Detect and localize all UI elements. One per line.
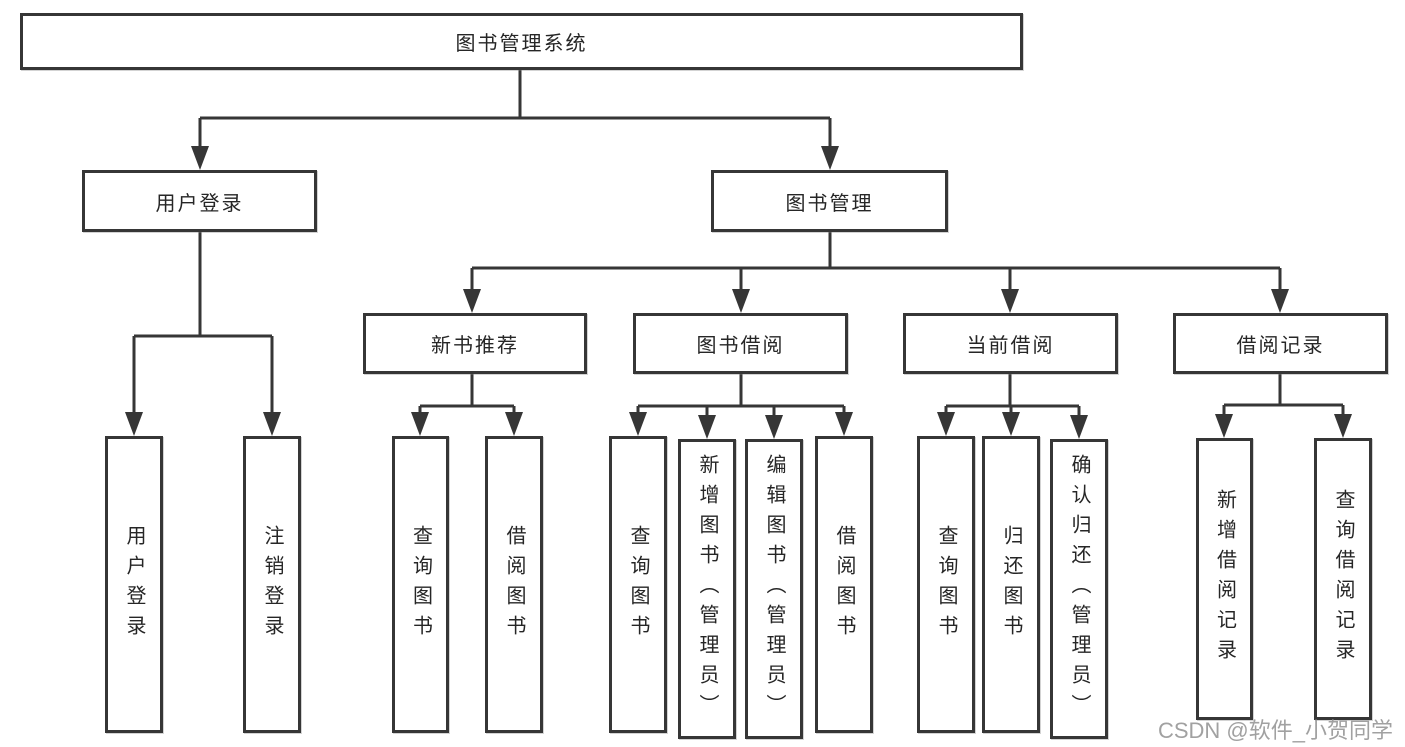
node-current-borrow: 当前借阅: [903, 313, 1118, 374]
leaf-newbooks-query-label: 查询图书: [409, 524, 432, 645]
leaf-current-return-label: 归还图书: [1000, 524, 1022, 645]
node-new-books: 新书推荐: [363, 313, 587, 374]
leaf-current-confirm-label: 确认归还（管理员）: [1068, 454, 1090, 724]
leaf-borrow-borrow: 借阅图书: [815, 436, 873, 733]
leaf-newbooks-borrow-label: 借阅图书: [503, 524, 525, 645]
node-current-borrow-label: 当前借阅: [966, 335, 1055, 357]
node-book-management-label: 图书管理: [785, 192, 874, 215]
leaf-logout: 注销登录: [243, 436, 301, 733]
leaf-borrow-borrow-label: 借阅图书: [833, 524, 855, 645]
node-root-label: 图书管理系统: [455, 33, 588, 55]
connector-lines: [132, 70, 1345, 419]
arrowheads-down: [125, 146, 1352, 439]
csdn-watermark: CSDN @软件_小贺同学: [1157, 718, 1393, 743]
node-borrow-records-label: 借阅记录: [1236, 335, 1325, 357]
leaf-records-query: 查询借阅记录: [1314, 438, 1372, 720]
leaf-borrow-add: 新增图书（管理员）: [678, 439, 736, 739]
leaf-current-return: 归还图书: [982, 436, 1040, 733]
leaf-current-confirm: 确认归还（管理员）: [1050, 439, 1108, 739]
leaf-records-add: 新增借阅记录: [1196, 438, 1253, 720]
leaf-user-login: 用户登录: [105, 436, 163, 733]
leaf-records-add-label: 新增借阅记录: [1213, 489, 1236, 669]
node-new-books-label: 新书推荐: [431, 335, 519, 357]
node-book-management: 图书管理: [711, 170, 948, 232]
leaf-current-query: 查询图书: [917, 436, 975, 733]
node-user-login-label: 用户登录: [155, 192, 244, 215]
leaf-borrow-query-label: 查询图书: [627, 524, 649, 645]
leaf-newbooks-borrow: 借阅图书: [485, 436, 543, 733]
node-user-login: 用户登录: [82, 170, 317, 232]
leaf-user-login-label: 用户登录: [123, 524, 145, 645]
node-book-borrow-label: 图书借阅: [696, 335, 785, 357]
leaf-borrow-edit: 编辑图书（管理员）: [745, 439, 803, 739]
node-borrow-records: 借阅记录: [1173, 313, 1388, 374]
leaf-records-query-label: 查询借阅记录: [1332, 489, 1354, 669]
leaf-borrow-query: 查询图书: [609, 436, 667, 733]
leaf-logout-label: 注销登录: [261, 524, 283, 645]
leaf-borrow-edit-label: 编辑图书（管理员）: [763, 454, 785, 724]
node-root: 图书管理系统: [20, 13, 1023, 70]
leaf-current-query-label: 查询图书: [935, 524, 957, 645]
node-book-borrow: 图书借阅: [633, 313, 848, 374]
leaf-borrow-add-label: 新增图书（管理员）: [696, 454, 718, 724]
leaf-newbooks-query: 查询图书: [392, 436, 449, 733]
